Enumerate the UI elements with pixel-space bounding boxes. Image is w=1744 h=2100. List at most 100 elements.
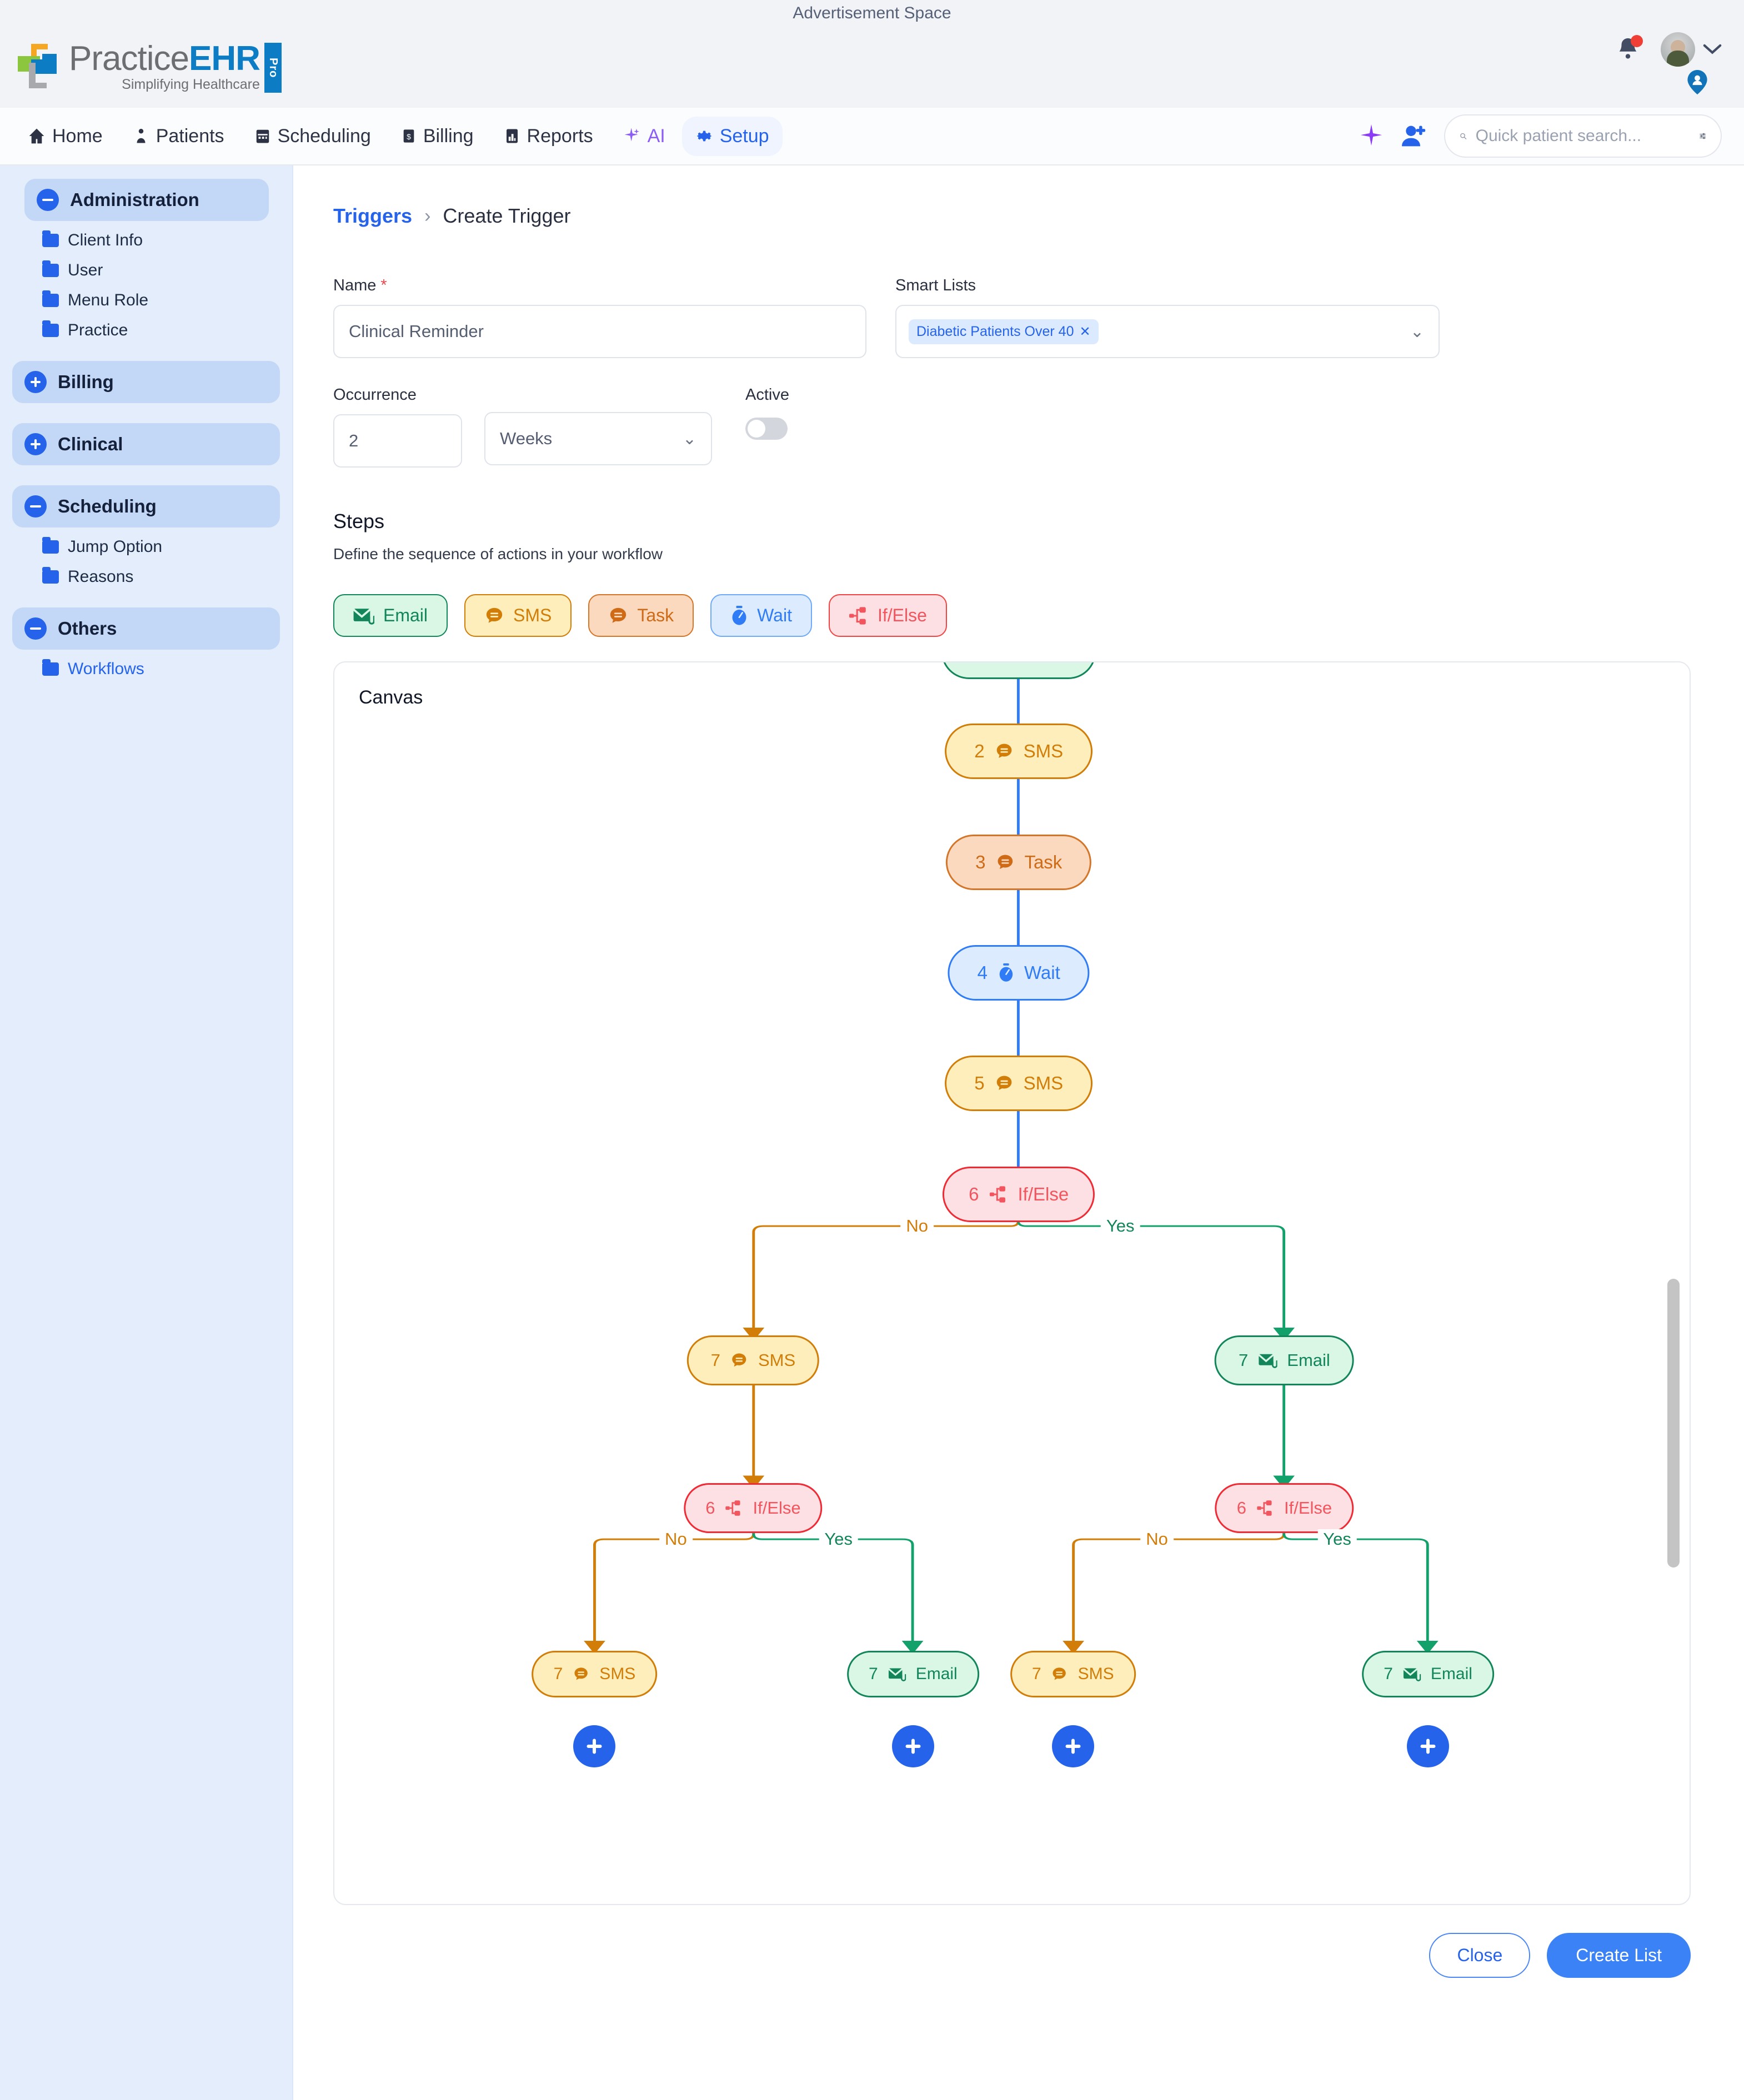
step-type-label: Wait	[757, 605, 792, 625]
nav-item-scheduling[interactable]: Scheduling	[241, 117, 384, 156]
workflow-node-2-sms[interactable]: 2 SMS	[945, 723, 1093, 779]
workflow-node-6-if-else[interactable]: 6 If/Else	[943, 1167, 1095, 1223]
edge-label-no: No	[659, 1529, 693, 1549]
email-attach-icon	[1402, 1668, 1421, 1682]
edge-label-yes: Yes	[1317, 1529, 1357, 1549]
breadcrumb-current: Create Trigger	[443, 204, 571, 227]
workflow-node-3-task[interactable]: 3 Task	[946, 834, 1092, 890]
workflow-node-7c-sms[interactable]: 7 SMS	[532, 1651, 658, 1698]
step-type-email[interactable]: Email	[333, 594, 448, 637]
calendar-icon	[256, 129, 269, 143]
sidebar-group-others[interactable]: Others	[12, 607, 280, 650]
workflow-canvas[interactable]: Canvas	[333, 661, 1691, 1905]
nav-label-reports: Reports	[527, 125, 593, 147]
nav-item-patients[interactable]: Patients	[119, 117, 238, 156]
avatar[interactable]	[1661, 32, 1695, 67]
sidebar-item-label: Client Info	[68, 231, 143, 249]
close-button[interactable]: Close	[1429, 1933, 1531, 1978]
workflow-node-5-sms[interactable]: 5 SMS	[945, 1056, 1093, 1111]
workflow-node-7a-sms[interactable]: 7 SMS	[686, 1335, 820, 1385]
sidebar-group-administration[interactable]: Administration	[24, 179, 269, 221]
sidebar-item-reasons[interactable]: Reasons	[12, 562, 280, 592]
name-label: Name *	[333, 277, 866, 295]
ai-sparkle-button[interactable]	[1359, 123, 1384, 149]
chip-label: Diabetic Patients Over 40	[916, 323, 1074, 339]
sidebar-item-workflows[interactable]: Workflows	[12, 654, 280, 684]
add-step-button[interactable]	[891, 1725, 934, 1768]
sidebar-item-menu-role[interactable]: Menu Role	[12, 285, 280, 315]
add-user-icon[interactable]	[1401, 124, 1427, 148]
step-type-wait[interactable]: Wait	[710, 594, 812, 637]
quick-patient-search[interactable]	[1444, 114, 1722, 158]
chevron-down-icon[interactable]	[1703, 43, 1722, 56]
workflow-node-1-email[interactable]: 1 Email	[941, 662, 1096, 679]
chat-bubble-icon	[732, 1353, 746, 1366]
chevron-down-icon[interactable]: ⌄	[682, 429, 696, 448]
location-pin-button[interactable]	[1687, 70, 1707, 97]
occurrence-unit-select[interactable]: Weeks ⌄	[484, 412, 712, 465]
sidebar-item-practice[interactable]: Practice	[12, 315, 280, 345]
workflow-node-6a-if-else[interactable]: 6 If/Else	[684, 1483, 823, 1533]
workflow-node-7f-email[interactable]: 7 Email	[1362, 1651, 1494, 1698]
logo-text-ehr: EHR	[188, 39, 260, 78]
create-list-button[interactable]: Create List	[1547, 1933, 1691, 1978]
node-label: Email	[1430, 1665, 1472, 1684]
nav-item-setup[interactable]: Setup	[681, 116, 783, 156]
workflow-node-7e-sms[interactable]: 7 SMS	[1010, 1651, 1136, 1698]
nav-label-home: Home	[52, 125, 103, 147]
active-toggle[interactable]	[745, 418, 788, 440]
close-icon[interactable]: ✕	[1079, 324, 1091, 339]
step-type-label: Email	[383, 605, 428, 625]
sidebar-item-client-info[interactable]: Client Info	[12, 225, 280, 255]
nav-item-ai[interactable]: AI	[610, 117, 679, 156]
workflow-node-6b-if-else[interactable]: 6 If/Else	[1215, 1483, 1354, 1533]
nav-item-home[interactable]: Home	[14, 117, 116, 156]
canvas-label: Canvas	[359, 687, 423, 708]
node-number: 7	[869, 1665, 878, 1684]
sidebar-group-scheduling[interactable]: Scheduling	[12, 485, 280, 527]
edge-label-no: No	[900, 1216, 934, 1237]
add-step-button[interactable]	[573, 1725, 616, 1768]
user-menu[interactable]	[1661, 32, 1722, 67]
smart-lists-select[interactable]: Diabetic Patients Over 40 ✕ ⌄	[895, 305, 1440, 358]
add-step-button[interactable]	[1051, 1725, 1094, 1768]
chat-bubble-icon	[996, 743, 1011, 758]
occurrence-field-group: Occurrence	[333, 386, 462, 468]
sidebar-group-billing[interactable]: Billing	[12, 361, 280, 403]
nav-item-reports[interactable]: Reports	[490, 117, 607, 156]
chat-bubble-icon	[996, 1076, 1011, 1090]
workflow-node-7b-email[interactable]: 7 Email	[1215, 1335, 1354, 1385]
nav-item-billing[interactable]: $ Billing	[388, 117, 487, 156]
step-type-task[interactable]: Task	[588, 594, 694, 637]
workflow-node-4-wait[interactable]: 4 Wait	[948, 945, 1090, 1001]
node-number: 7	[1239, 1350, 1249, 1370]
canvas-vertical-scrollbar[interactable]	[1667, 1279, 1680, 1568]
name-input[interactable]	[333, 305, 866, 358]
breadcrumb-separator: ›	[424, 205, 431, 227]
breadcrumb-link-triggers[interactable]: Triggers	[333, 204, 413, 227]
notifications-button[interactable]	[1615, 35, 1643, 64]
workflow-node-7d-email[interactable]: 7 Email	[847, 1651, 979, 1698]
sidebar-group-clinical[interactable]: Clinical	[12, 423, 280, 465]
app-logo[interactable]: PracticeEHR Simplifying Healthcare Pro	[16, 42, 282, 93]
step-type-if-else[interactable]: If/Else	[828, 594, 947, 637]
required-asterisk: *	[380, 277, 387, 294]
sidebar-group-label: Others	[58, 618, 117, 639]
nav-label-patients: Patients	[156, 125, 224, 147]
smart-list-chip[interactable]: Diabetic Patients Over 40 ✕	[909, 319, 1099, 344]
occurrence-unit-group: Weeks ⌄	[484, 386, 712, 468]
chevron-down-icon[interactable]: ⌄	[1410, 322, 1424, 341]
sidebar-item-user[interactable]: User	[12, 255, 280, 285]
search-input[interactable]	[1475, 127, 1690, 145]
step-type-sms[interactable]: SMS	[464, 594, 572, 637]
chat-bubble-icon	[486, 607, 503, 623]
sidebar-item-jump-option[interactable]: Jump Option	[12, 532, 280, 562]
sliders-icon[interactable]	[1699, 127, 1706, 145]
notification-badge-dot	[1631, 35, 1643, 47]
node-number: 7	[553, 1665, 563, 1684]
occurrence-input[interactable]	[333, 414, 462, 468]
add-step-button[interactable]	[1407, 1725, 1450, 1768]
smart-lists-field-group: Smart Lists Diabetic Patients Over 40 ✕ …	[895, 277, 1440, 358]
location-pin-icon	[1687, 70, 1707, 94]
email-attach-icon	[1258, 1354, 1277, 1368]
